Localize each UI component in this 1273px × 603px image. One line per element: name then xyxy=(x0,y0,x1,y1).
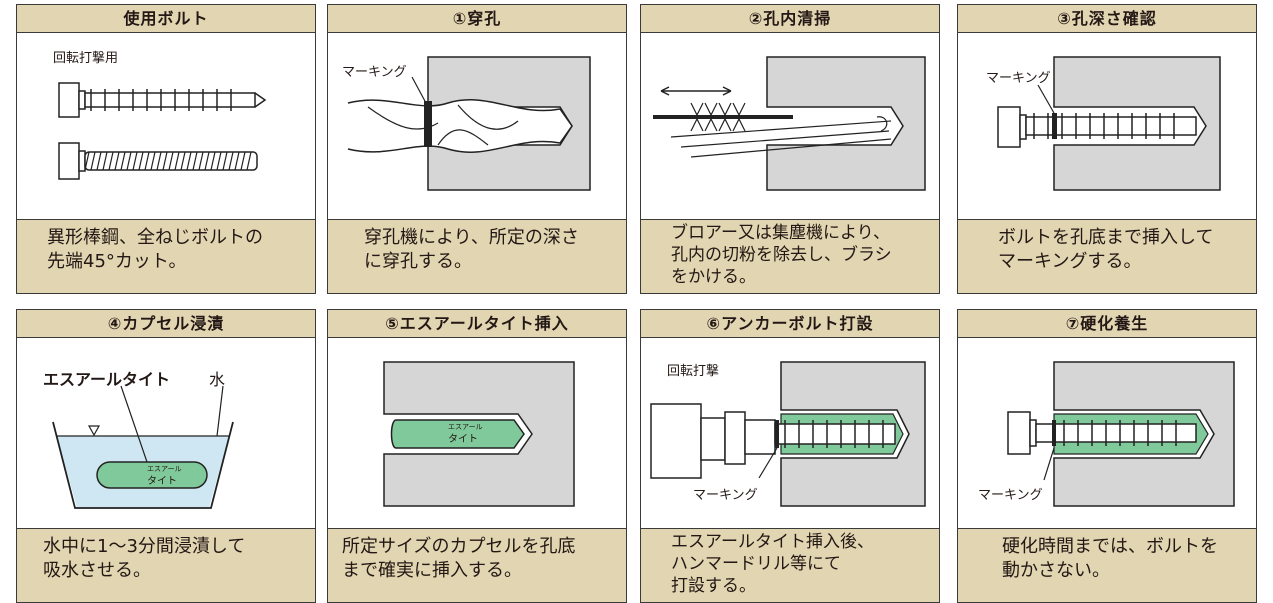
desc-line: エスアールタイト挿入後、 xyxy=(671,532,874,552)
capsule-logo-small: エスアール xyxy=(147,465,182,473)
capsule-logo-small: エスアール xyxy=(448,423,483,431)
desc-line: 異形棒鋼、全ねじボルトの xyxy=(47,227,263,248)
panel-title: ①穿孔 xyxy=(328,5,626,33)
soak-figure: エスアールタイト 水 エスアール タイト xyxy=(17,338,314,525)
panel-curing: ⑦硬化養生 マーキング 硬化時間までは、ボルトを 動かさない。 xyxy=(957,309,1257,603)
panel-drilling: ①穿孔 マーキング 穿孔機により、所定の深さ に穿孔する。 xyxy=(327,4,627,294)
panel-capsule-insert: ⑤エスアールタイト挿入 エスアール タイト 所定サイズのカプセルを孔底 まで確実… xyxy=(327,309,627,603)
panel-description: 所定サイズのカプセルを孔底 まで確実に挿入する。 xyxy=(328,528,626,602)
desc-line: 水中に1〜3分間浸漬して xyxy=(43,536,246,557)
soak-illustration xyxy=(52,385,234,509)
panel-description: ボルトを孔底まで挿入して マーキングする。 xyxy=(958,219,1256,293)
curing-figure: マーキング xyxy=(958,338,1255,525)
panel-bolt-driving: ⑥アンカーボルト打設 回転打撃 マーキング エスアールタイト挿入後、 ハンマード… xyxy=(640,309,940,603)
rotary-label: 回転打撃 xyxy=(667,364,720,379)
water-label: 水 xyxy=(209,370,226,389)
bolt-illustration xyxy=(58,82,267,180)
driving-figure: 回転打撃 マーキング xyxy=(641,338,938,525)
driving-illustration xyxy=(650,361,926,507)
panel-title: ③孔深さ確認 xyxy=(958,5,1256,33)
marking-label: マーキング xyxy=(342,65,407,80)
desc-line: ブロアー又は集塵機により、 xyxy=(671,223,890,243)
panel-title: ④カプセル浸漬 xyxy=(17,310,315,338)
rotary-label: 回転打撃用 xyxy=(53,51,119,66)
panel-description: ブロアー又は集塵機により、 孔内の切粉を除去し、ブラシ をかける。 xyxy=(641,219,939,293)
desc-line: に穿孔する。 xyxy=(364,251,472,272)
panel-description: エスアールタイト挿入後、 ハンマードリル等にて 打設する。 xyxy=(641,528,939,602)
panel-capsule-soak: ④カプセル浸漬 エスアールタイト 水 エスアール タイト 水中に1〜3分間浸漬し… xyxy=(16,309,316,603)
desc-line: 先端45°カット。 xyxy=(47,251,187,272)
panel-bolt: 使用ボルト 回転打撃用 異形棒鋼、全ねじボルトの 先端45°カット。 xyxy=(16,4,316,294)
panel-title: ⑦硬化養生 xyxy=(958,310,1256,338)
panel-title: ②孔内清掃 xyxy=(641,5,939,33)
panel-description: 異形棒鋼、全ねじボルトの 先端45°カット。 xyxy=(17,219,315,293)
marking-label: マーキング xyxy=(986,71,1051,86)
desc-line: 穿孔機により、所定の深さ xyxy=(364,227,579,248)
curing-illustration xyxy=(1007,361,1235,507)
desc-line: ボルトを孔底まで挿入して xyxy=(998,227,1214,248)
depth-check-figure: マーキング xyxy=(958,33,1255,220)
cleaning-figure xyxy=(641,33,938,220)
desc-line: まで確実に挿入する。 xyxy=(342,560,522,581)
panel-title: 使用ボルト xyxy=(17,5,315,33)
desc-line: 孔内の切粉を除去し、ブラシ xyxy=(671,245,892,265)
panel-depth-check: ③孔深さ確認 マーキング ボルトを孔底まで挿入して マーキングする。 xyxy=(957,4,1257,294)
desc-line: をかける。 xyxy=(671,267,756,287)
cleaning-illustration xyxy=(653,56,926,191)
capsule-logo-main: タイト xyxy=(147,476,177,487)
drilling-figure: マーキング xyxy=(328,33,625,220)
desc-line: 所定サイズのカプセルを孔底 xyxy=(342,536,576,557)
desc-line: 硬化時間までは、ボルトを xyxy=(1002,536,1218,557)
insert-illustration xyxy=(383,361,575,507)
panel-description: 穿孔機により、所定の深さ に穿孔する。 xyxy=(328,219,626,293)
bolt-figure: 回転打撃用 xyxy=(17,33,314,220)
capsule-logo-main: タイト xyxy=(448,434,478,445)
desc-line: 動かさない。 xyxy=(1002,560,1110,581)
panel-cleaning: ②孔内清掃 ブロアー又は集塵機により、 孔内の切粉を除去し、ブラシ をかける。 xyxy=(640,4,940,294)
depth-check-illustration xyxy=(997,56,1221,191)
panel-description: 硬化時間までは、ボルトを 動かさない。 xyxy=(958,528,1256,602)
desc-line: 打設する。 xyxy=(671,576,756,596)
panel-title: ⑥アンカーボルト打設 xyxy=(641,310,939,338)
marking-label: マーキング xyxy=(978,488,1043,503)
marking-label: マーキング xyxy=(693,488,758,503)
insert-figure: エスアール タイト xyxy=(328,338,625,525)
desc-line: 吸水させる。 xyxy=(43,560,151,581)
desc-line: ハンマードリル等にて xyxy=(671,554,841,574)
desc-line: マーキングする。 xyxy=(998,251,1142,272)
panel-description: 水中に1〜3分間浸漬して 吸水させる。 xyxy=(17,528,315,602)
panel-title: ⑤エスアールタイト挿入 xyxy=(328,310,626,338)
capsule-label: エスアールタイト xyxy=(43,370,171,389)
drilling-illustration xyxy=(347,56,591,191)
